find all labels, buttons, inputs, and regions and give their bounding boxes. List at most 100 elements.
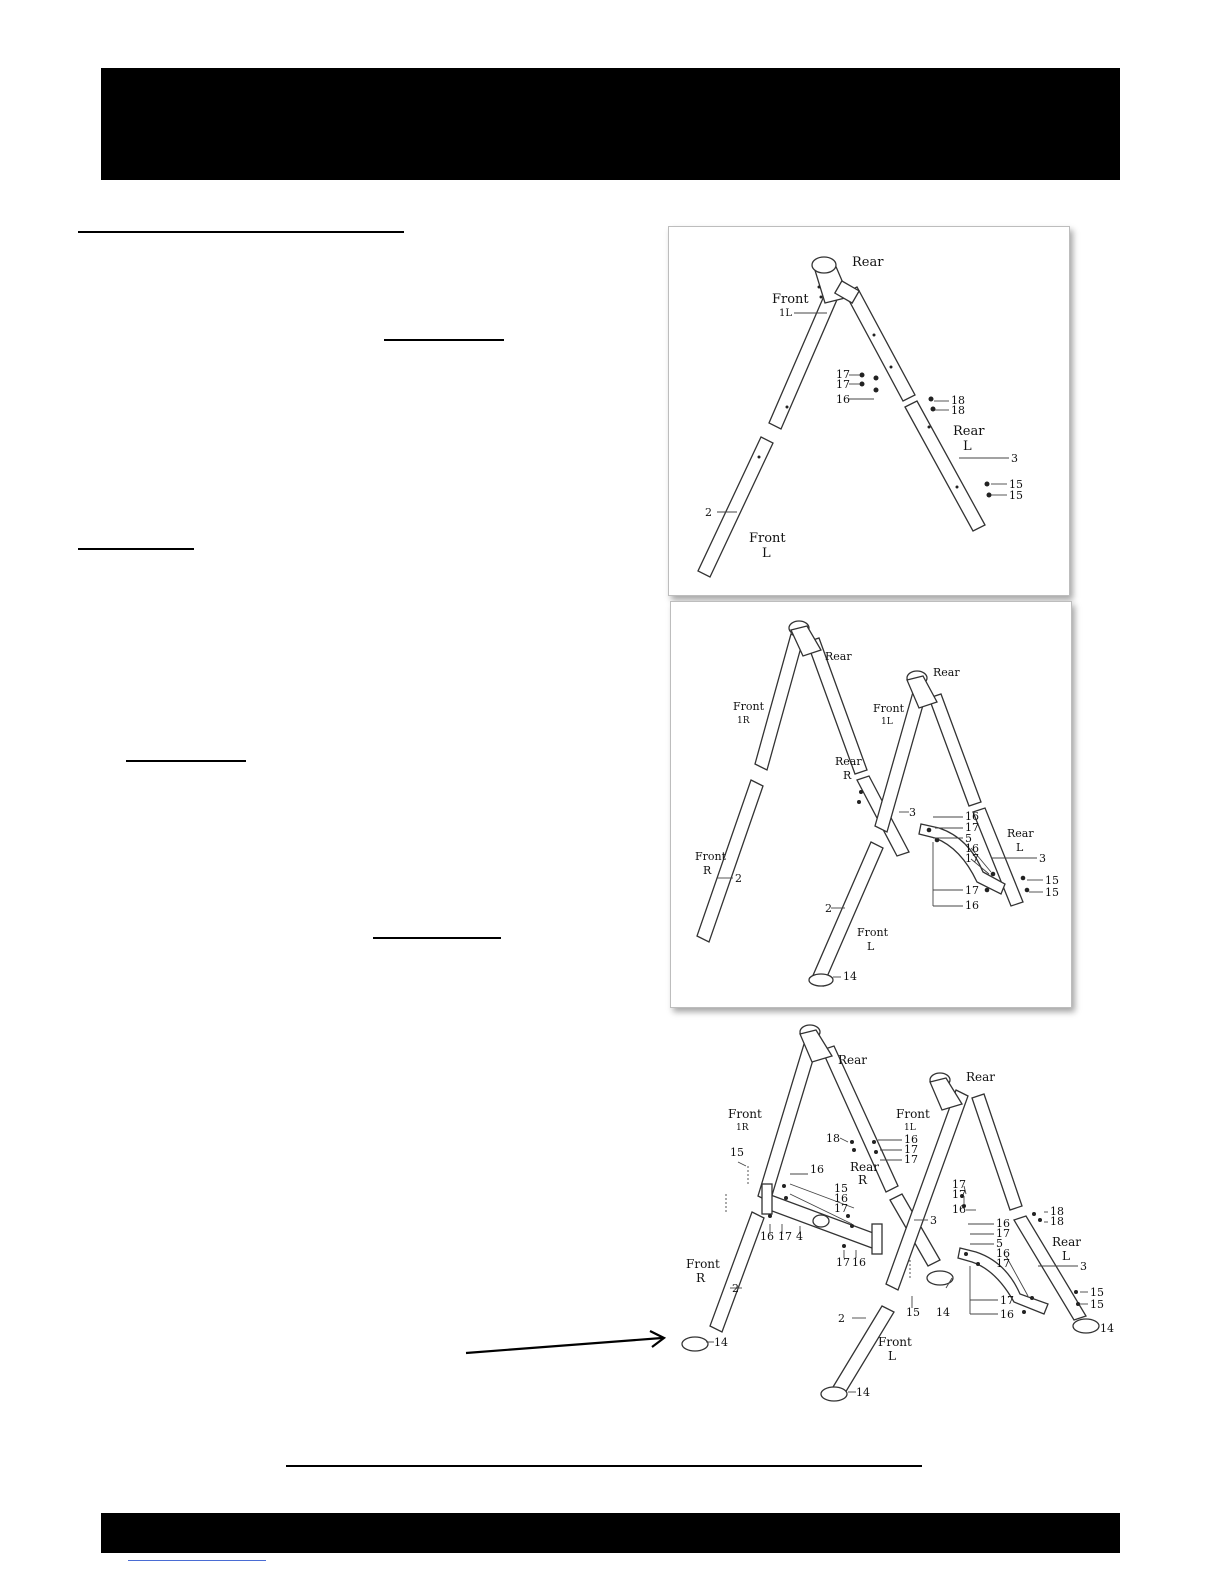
label-part-1l: 1L [881,717,893,727]
label-rear: Rear [838,1053,867,1067]
label-rear: Rear [933,666,960,679]
assembly-figure-3: Rear Rear Front 1R Front 1L 18 16 17 17 … [676,1016,1116,1412]
callout: 2 [838,1312,845,1325]
callout: 16 [834,1192,848,1205]
label-front: Front [728,1107,762,1121]
callout: 17 [904,1143,918,1156]
callout: 16 [965,899,979,912]
label-front: Front [873,702,905,715]
callout: 17 [965,852,979,865]
callout: 16 [965,842,979,855]
callout: 17 [952,1178,966,1191]
label-part-1r: 1R [737,716,750,726]
label-front-r: Front [695,850,727,863]
callout: 17 [952,1188,966,1201]
callout: 15 [1009,489,1023,502]
text-underline [126,760,246,762]
callout: 16 [996,1247,1010,1260]
callout: 3 [909,806,916,819]
callout: 15 [1090,1286,1104,1299]
label-part-1l: 1L [779,308,792,319]
callout: 18 [826,1132,840,1145]
rear-leg-lower [904,400,986,532]
callout: 17 [836,368,850,381]
text-underline [373,937,501,939]
label-front: Front [772,292,809,307]
callout: 17 [965,821,979,834]
callout: 4 [796,1230,803,1243]
callout: 15 [730,1146,744,1159]
heading-underline [78,231,404,233]
assembly-figure-2: Rear Rear Front 1R Front 1L Rear R 3 16 … [670,601,1072,1008]
label-rear-r: Rear [850,1160,879,1174]
label-rear: Rear [825,650,852,663]
label-rear-l-side: L [963,439,972,454]
header-bar [101,68,1120,180]
callout: 16 [810,1163,824,1176]
callout: 17 [1000,1294,1014,1307]
label-front-l: Front [878,1335,912,1349]
callout: 2 [732,1282,739,1295]
callout: 18 [1050,1215,1064,1228]
callout: 16 [965,810,979,823]
assembly-figure-1: Rear Front 1L 17 17 16 18 18 Rear L 3 15… [668,226,1070,596]
callout: 16 [904,1133,918,1146]
label-front-l-side: L [867,940,875,953]
callout: 18 [951,394,965,407]
pointer-arrow [465,1330,667,1355]
callout: 17 [778,1230,792,1243]
callout: 14 [714,1336,728,1349]
label-rear-l: Rear [1007,827,1034,840]
label-front-r-side: R [696,1271,706,1285]
callout: 17 [834,1202,848,1215]
callout: 16 [852,1256,866,1269]
callout: 16 [1000,1308,1014,1321]
label-part-1r: 1R [736,1123,749,1133]
callout: 17 [836,378,850,391]
callout: 3 [1011,452,1018,465]
bottom-rule [286,1465,922,1467]
callout: 3 [1080,1260,1087,1273]
callout: 15 [1045,874,1059,887]
label-front-l: Front [749,531,786,546]
callout: 5 [965,832,972,845]
callout: 17 [836,1256,850,1269]
label-rear-l: Rear [1052,1235,1081,1249]
callout: 14 [1100,1322,1114,1335]
callout: 16 [836,393,850,406]
label-rear: Rear [852,255,884,270]
callout: 14 [936,1306,950,1319]
label-front-l-side: L [762,546,771,561]
label-front-r: Front [686,1257,720,1271]
callout: 18 [1050,1205,1064,1218]
callout: 15 [1009,478,1023,491]
callout: 17 [996,1227,1010,1240]
callout: 15 [834,1182,848,1195]
callout: 2 [705,506,712,519]
callout: 17 [965,884,979,897]
text-underline [384,339,504,341]
label-front-r-side: R [703,864,712,877]
label-rear-l: Rear [953,424,985,439]
callout: 14 [843,970,857,983]
label-rear: Rear [966,1070,995,1084]
footer-bar [101,1513,1120,1553]
callout: 3 [1039,852,1046,865]
label-rear-r-side: R [843,769,852,782]
callout: 16 [996,1217,1010,1230]
label-rear-r-side: R [858,1173,868,1187]
label-rear-r: Rear [835,755,862,768]
callout: 3 [930,1214,937,1227]
callout: 14 [856,1386,870,1399]
section-underline [78,548,194,550]
front-leg-lower [697,436,774,578]
callout: 2 [735,872,742,885]
callout: 15 [1045,886,1059,899]
callout: 16 [760,1230,774,1243]
callout: 2 [825,902,832,915]
label-part-1l: 1L [904,1123,916,1133]
callout: 16 [952,1203,966,1216]
callout: 5 [996,1237,1003,1250]
callout: 18 [951,404,965,417]
label-front: Front [733,700,765,713]
